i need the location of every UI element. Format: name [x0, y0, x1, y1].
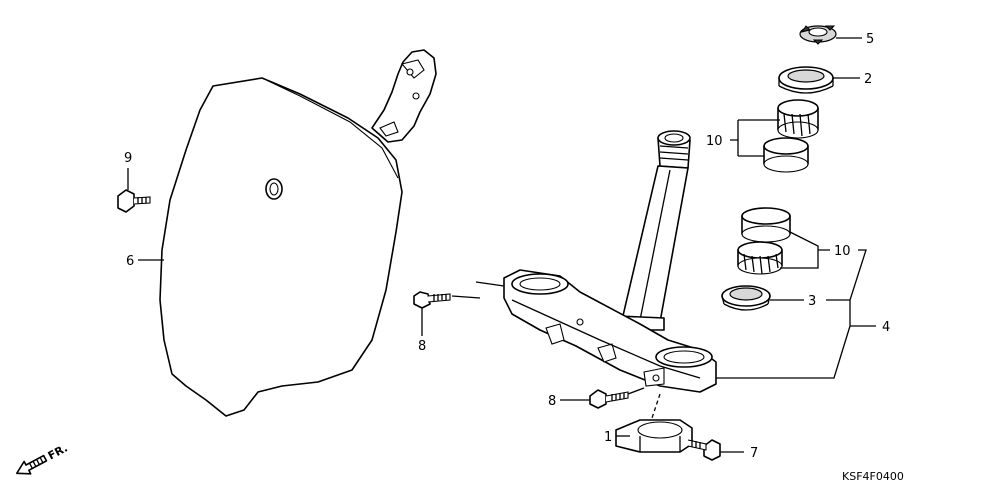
- callout-labels: 5 2 10 10 3 4 9 6 8 8 1 7: [124, 32, 890, 461]
- callout-10-upper: 10: [706, 134, 723, 149]
- front-direction-indicator: FR.: [16, 442, 70, 475]
- callout-1: 1: [604, 430, 612, 445]
- upper-bearing: [777, 99, 819, 139]
- bolt-8-upper: [413, 291, 451, 309]
- callout-5: 5: [866, 32, 874, 47]
- front-arrow-icon: [16, 454, 48, 475]
- callout-8-upper: 8: [418, 339, 426, 354]
- callout-7: 7: [750, 446, 758, 461]
- callout-2: 2: [864, 72, 872, 87]
- handlebar-clamp: [615, 419, 693, 453]
- diagram-code: KSF4F0400: [842, 470, 904, 483]
- callout-3: 3: [808, 294, 816, 309]
- lower-bearing: [737, 241, 783, 275]
- bolt-7: [687, 439, 721, 461]
- callout-10-lower: 10: [834, 244, 851, 259]
- callout-4: 4: [882, 320, 890, 335]
- bolt-8-lower: [589, 389, 629, 409]
- lower-race: [741, 207, 791, 243]
- dust-seal: [778, 66, 834, 94]
- number-plate: [159, 49, 437, 417]
- upper-race: [763, 137, 809, 173]
- bolt-9: [117, 189, 151, 213]
- callout-6: 6: [126, 254, 134, 269]
- front-label: FR.: [46, 442, 70, 463]
- bottom-bridge: [503, 269, 717, 393]
- steering-stem: [615, 130, 691, 331]
- lower-dust-seal: [721, 285, 771, 311]
- callout-9: 9: [124, 151, 132, 166]
- lock-nut: [799, 25, 837, 45]
- leader-lines: [127, 37, 876, 453]
- callout-8-lower: 8: [548, 394, 556, 409]
